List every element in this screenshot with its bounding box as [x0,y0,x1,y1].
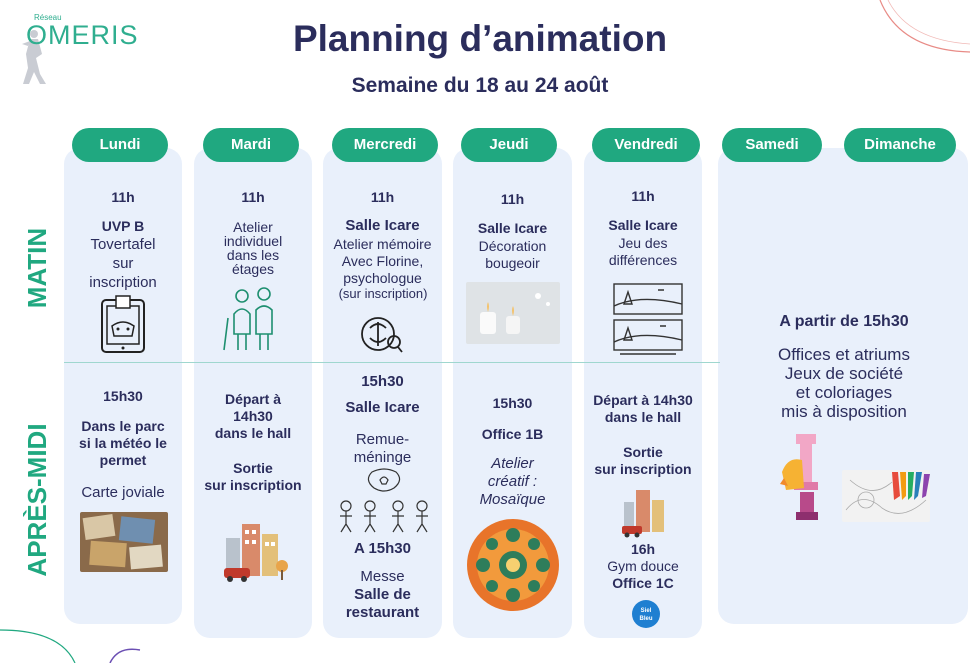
page-subtitle: Semaine du 18 au 24 août [351,74,609,97]
day-header-samedi: Samedi [722,128,822,162]
tablet-game-icon [101,295,145,353]
vendredi-morning-activity: Jeu des [618,235,668,251]
siel-bleu-badge-text: Siel [640,608,652,614]
siel-bleu-badge: Siel Bleu [632,600,660,628]
mercredi-morning-time: 11h [370,189,395,205]
logo-wordmark: OMERIS [26,20,139,50]
lundi-afternoon-time: 15h30 [103,388,143,404]
mardi-afternoon-activity: sur inscription [204,477,302,493]
lundi-morning-place: UVP B [101,218,145,234]
mercredi-afternoon-activity: Remue- [355,431,410,448]
logo-network-label: Réseau [34,13,62,22]
jeudi-afternoon-time: 15h30 [492,395,533,411]
lundi-afternoon-place: si la météo le [79,435,167,451]
weekend-location: Offices et atriums [778,345,910,364]
postcards-photo [80,512,168,572]
jeudi-afternoon-place: Office 1B [481,426,544,442]
day-header-vendredi: Vendredi [592,128,700,162]
jeudi-morning-time: 11h [500,191,525,207]
lundi-morning-time: 11h [111,189,135,205]
weekend-activity: et coloriages [795,383,893,402]
mercredi-afternoon-place: Salle Icare [345,399,420,416]
day-column-weekend [718,148,968,624]
weekend-time: A partir de 15h30 [779,313,909,330]
vendredi-morning-activity: différences [608,252,678,268]
day-header-lundi: Lundi [72,128,168,162]
weekend-note: mis à disposition [781,402,907,421]
vendredi-second-activity: Gym douce [607,558,679,574]
mercredi-morning-host: psychologue [343,270,422,286]
jeudi-morning-place: Salle Icare [477,220,548,236]
lundi-afternoon-place: Dans le parc [81,418,165,434]
mardi-afternoon-departure: 14h30 [233,408,273,424]
brainstorm-people-icon [340,468,428,533]
vendredi-second-time: 16h [630,541,656,557]
brain-memory-icon [361,317,403,353]
day-header-mercredi: Mercredi [332,128,438,162]
lundi-morning-activity: Tovertafel [90,236,156,253]
mercredi-morning-place: Salle Icare [345,217,420,234]
jeudi-afternoon-activity: créatif : [487,473,538,490]
mosaic-mandala-icon [467,519,559,611]
day-column-vendredi [584,148,702,638]
spot-the-difference-icon [613,283,683,355]
chess-pieces-icon [780,434,818,520]
period-label-afternoon: APRÈS-MIDI [22,423,52,577]
mardi-afternoon-departure: dans le hall [214,425,292,441]
city-outing-icon [622,490,664,538]
mardi-morning-activity: dans les [226,247,280,263]
mardi-morning-activity: Atelier [233,219,273,235]
siel-bleu-badge-text: Bleu [639,616,653,622]
mercredi-second-place: Salle de [354,586,411,603]
mardi-morning-activity: individuel [223,233,283,249]
period-label-morning: MATIN [22,227,52,309]
lundi-morning-note: sur [112,255,134,272]
mercredi-morning-note: (sur inscription) [338,286,428,301]
mercredi-morning-activity: Atelier mémoire [333,236,432,252]
lundi-afternoon-place: permet [99,452,147,468]
candles-photo [466,282,560,344]
omeris-logo [14,10,144,84]
weekend-activity: Jeux de société [784,364,904,383]
vendredi-afternoon-activity: sur inscription [594,461,692,477]
vendredi-second-place: Office 1C [612,575,674,591]
vendredi-afternoon-departure: Départ à 14h30 [593,392,693,408]
jeudi-morning-activity: bougeoir [485,255,540,271]
mercredi-second-time: A 15h30 [354,540,411,557]
corner-arc-bottom-left [0,629,141,663]
vendredi-morning-place: Salle Icare [608,217,678,233]
mardi-afternoon-departure: Départ à [224,391,282,407]
jeudi-afternoon-activity: Atelier [491,455,534,472]
jeudi-morning-activity: Décoration [478,238,547,254]
day-header-dimanche: Dimanche [844,128,956,162]
mardi-afternoon-activity: Sortie [233,460,273,476]
page-title: Planning d’animation [292,18,668,59]
lundi-afternoon-activity: Carte joviale [81,484,165,501]
mercredi-second-place: restaurant [345,604,420,621]
mercredi-second-activity: Messe [360,568,405,585]
mardi-morning-activity: étages [231,261,275,277]
mardi-morning-time: 11h [241,189,265,205]
discobolus-figure-icon [22,30,46,84]
day-header-jeudi: Jeudi [461,128,557,162]
day-header-mardi: Mardi [203,128,299,162]
jeudi-afternoon-activity: Mosaïque [479,491,546,508]
mercredi-afternoon-activity: méninge [353,449,412,466]
elderly-couple-icon [223,287,273,351]
vendredi-afternoon-departure: dans le hall [604,409,682,425]
city-outing-icon [224,524,288,582]
day-column-mercredi [323,148,442,638]
morning-afternoon-divider [64,362,720,363]
corner-arc-top-right [879,0,970,53]
mercredi-afternoon-time: 15h30 [361,373,404,390]
coloring-pencils-photo [842,470,930,522]
vendredi-morning-time: 11h [631,188,655,204]
vendredi-afternoon-activity: Sortie [623,444,663,460]
mercredi-morning-host: Avec Florine, [341,253,424,269]
lundi-morning-note: inscription [89,274,157,291]
